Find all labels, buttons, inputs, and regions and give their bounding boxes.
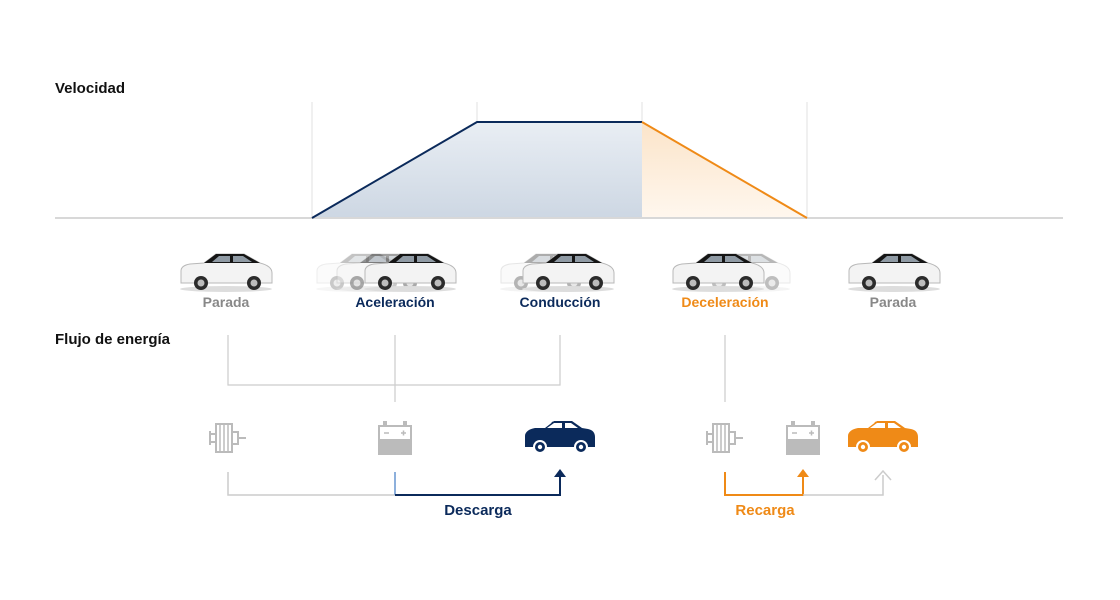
car-aceleracion xyxy=(315,253,457,293)
energy-icons xyxy=(209,420,919,456)
discharge-label: Descarga xyxy=(444,502,512,519)
recharge-label: Recarga xyxy=(735,502,795,519)
phase-label-deceleracion: Deceleración xyxy=(681,294,769,310)
car-parada-start xyxy=(179,253,273,293)
speed-chart xyxy=(55,102,1063,219)
car-parada-end xyxy=(847,253,941,293)
speed-line-navy xyxy=(311,121,642,219)
car-deceleracion xyxy=(671,253,791,293)
phase-label-parada-end: Parada xyxy=(869,294,917,310)
motor-icon xyxy=(209,423,247,453)
phase-label-parada: Parada xyxy=(202,294,250,310)
car-row xyxy=(179,253,941,293)
car-conduccion xyxy=(499,253,615,293)
phase-label-aceleracion: Aceleración xyxy=(355,294,435,310)
speed-line-orange xyxy=(641,121,808,219)
acceleration-area xyxy=(312,122,642,218)
phase-label-conduccion: Conducción xyxy=(519,294,601,310)
energy-section-title: Flujo de energía xyxy=(55,331,171,348)
battery-icon xyxy=(377,420,413,456)
energy-connectors xyxy=(227,335,726,402)
battery-icon xyxy=(785,420,821,456)
car-icon xyxy=(524,420,596,455)
discharge-flow xyxy=(227,469,566,496)
speed-section-title: Velocidad xyxy=(55,80,126,97)
motor-icon xyxy=(706,423,744,453)
recharge-flow xyxy=(724,469,892,496)
car-icon xyxy=(847,420,919,455)
